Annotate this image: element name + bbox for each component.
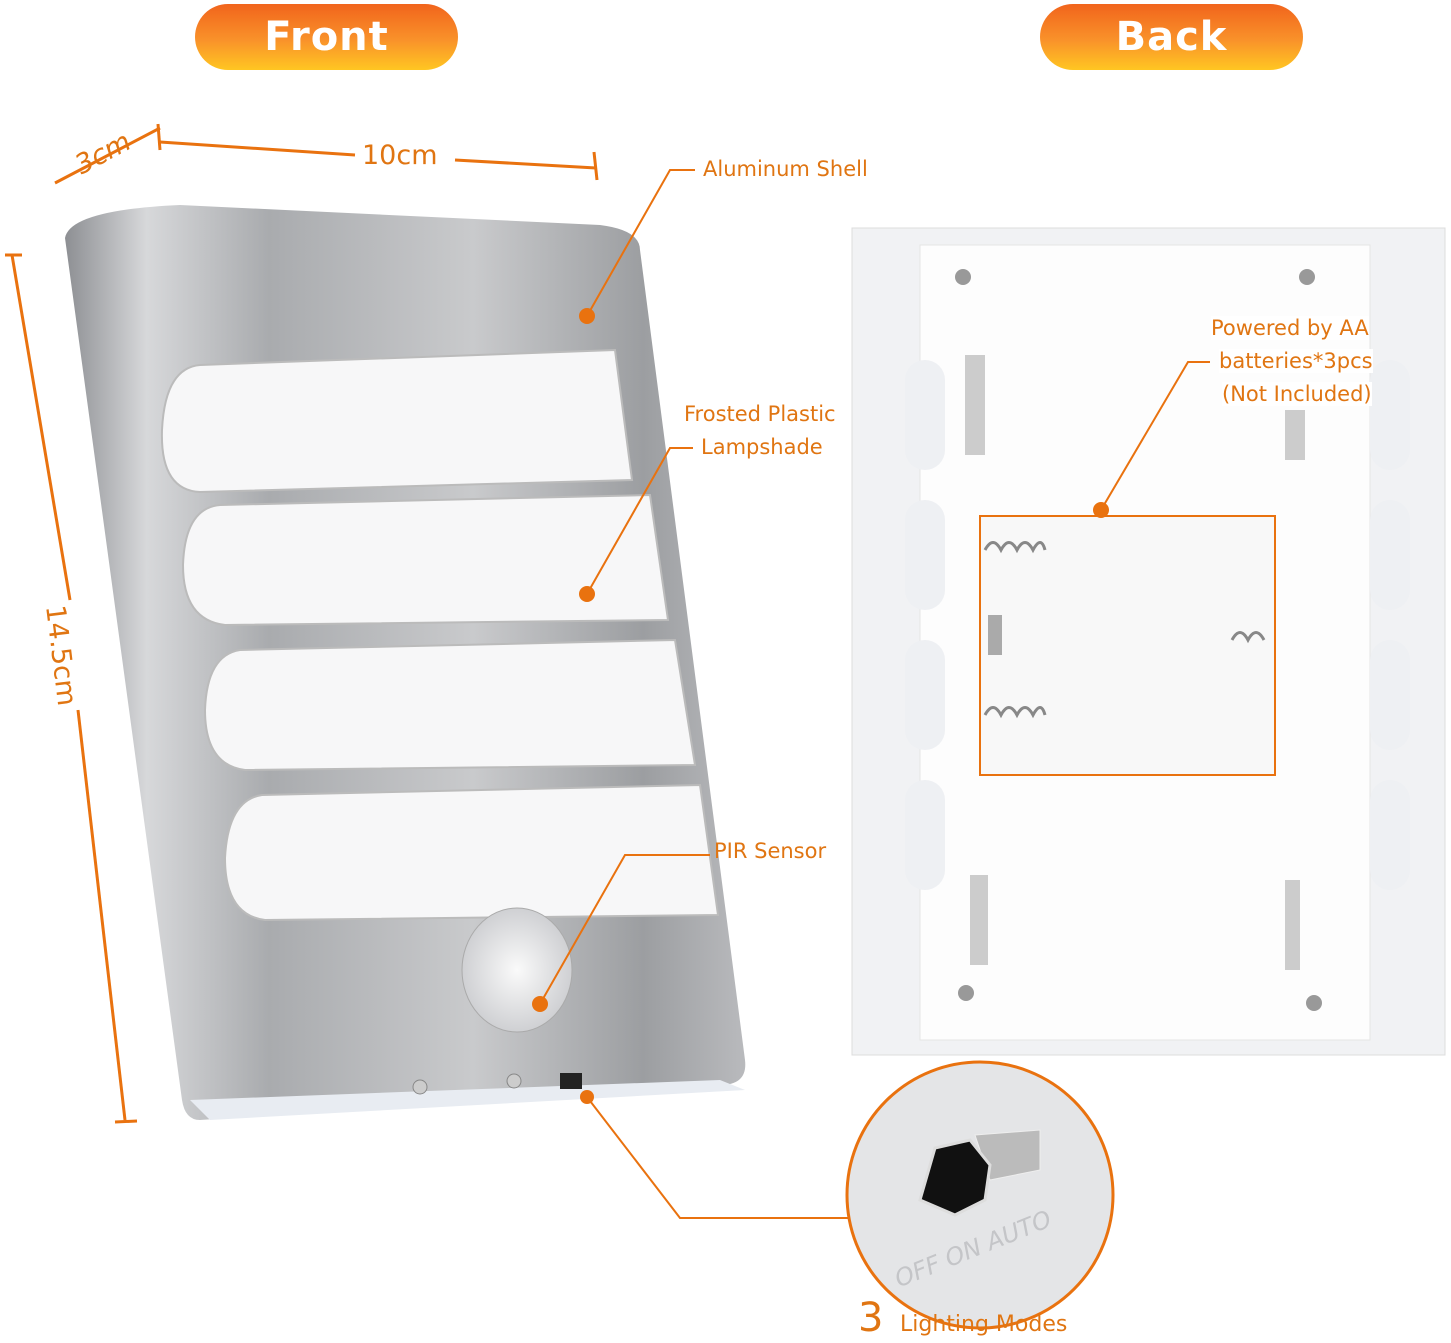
back-header: Back xyxy=(1040,4,1303,70)
callout-battery-2: batteries*3pcs xyxy=(1219,349,1373,373)
modes-count: 3 xyxy=(858,1295,884,1341)
dimension-lines xyxy=(5,123,599,1124)
callout-aluminum-shell: Aluminum Shell xyxy=(703,157,868,181)
callout-dots xyxy=(532,308,1109,1104)
callout-lampshade-1: Frosted Plastic xyxy=(684,402,836,426)
switch-closeup xyxy=(845,1060,1115,1330)
modes-label: Lighting Modes xyxy=(900,1312,1068,1337)
width-label: 10cm xyxy=(362,140,438,171)
front-header: Front xyxy=(195,4,458,70)
callout-lines xyxy=(539,169,1210,1219)
front-device xyxy=(65,205,746,1120)
callout-pir-sensor: PIR Sensor xyxy=(714,839,827,863)
callout-battery-1: Powered by AA xyxy=(1211,316,1369,340)
callout-battery-3: (Not Included) xyxy=(1222,382,1372,406)
callout-lampshade-2: Lampshade xyxy=(701,435,823,459)
